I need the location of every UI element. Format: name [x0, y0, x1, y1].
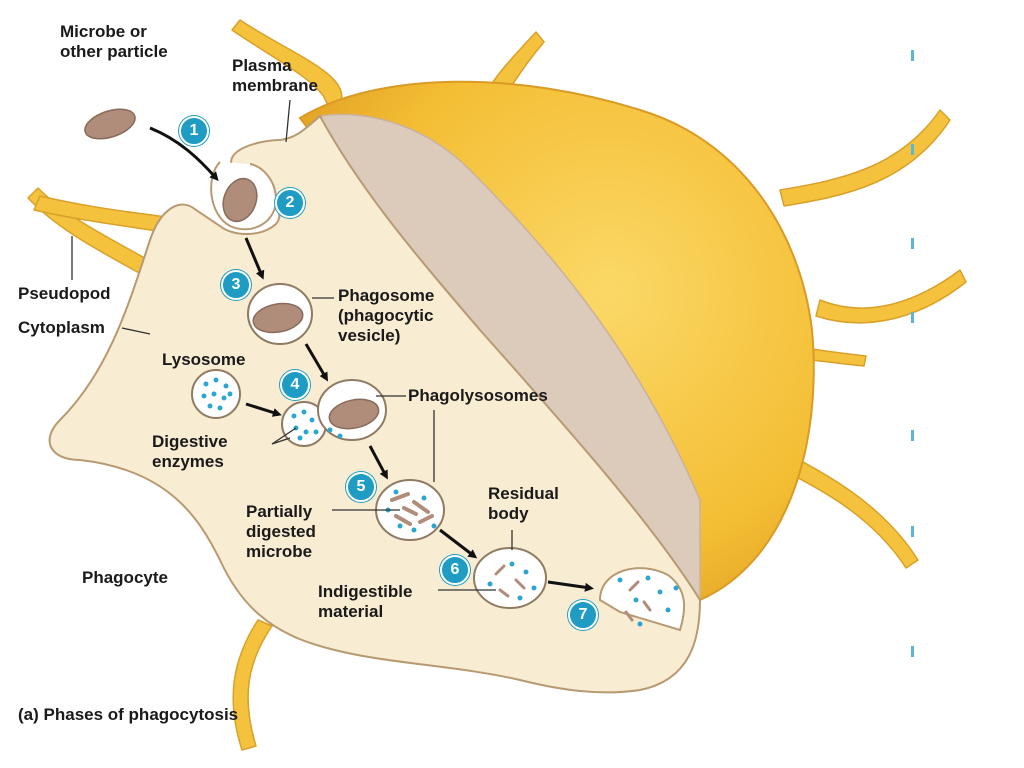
step-badge-4: 4 — [280, 370, 310, 400]
phagolysosome-microbe — [328, 398, 380, 430]
arrow-2 — [244, 237, 265, 280]
arrow-6 — [547, 580, 594, 592]
phagosome-microbe — [252, 302, 304, 334]
process-arrows — [149, 126, 594, 592]
leader-digestive-2 — [271, 437, 291, 445]
indigestible-fragments — [494, 564, 526, 598]
extension-right-upper — [779, 109, 951, 207]
edge-mark — [911, 430, 914, 441]
label-phagolysosomes: Phagolysosomes — [408, 386, 548, 405]
edge-mark — [911, 238, 914, 249]
leader-digestive-1 — [271, 427, 297, 445]
exocytosis-notch — [598, 567, 686, 632]
edge-mark — [911, 50, 914, 61]
label-cytoplasm: Cytoplasm — [18, 318, 105, 337]
step-badge-2: 2 — [275, 188, 305, 218]
edge-mark — [911, 526, 914, 537]
extension-bottom — [232, 619, 273, 751]
arrow-3 — [304, 343, 329, 382]
step-badge-6: 6 — [440, 555, 470, 585]
label-lysosome: Lysosome — [162, 350, 246, 369]
figure-caption: (a) Phases of phagocytosis — [18, 705, 238, 725]
caption-title: Phases of phagocytosis — [43, 705, 239, 724]
extension-top-left — [231, 19, 343, 127]
edge-mark — [911, 144, 914, 155]
leader-plasma — [285, 99, 291, 143]
arrow-4 — [368, 445, 388, 480]
edge-mark — [911, 646, 914, 657]
leader-lines — [71, 99, 513, 591]
digesting-microbe-fragments — [390, 492, 434, 526]
step-badge-7: 7 — [568, 600, 598, 630]
caption-panel: (a) — [18, 705, 39, 724]
label-pseudopod: Pseudopod — [18, 284, 111, 303]
arrow-5 — [439, 528, 478, 559]
free-microbe — [84, 108, 136, 140]
arrow-1 — [149, 126, 219, 181]
step-badge-1: 1 — [179, 116, 209, 146]
lysosome-enzymes — [201, 377, 233, 411]
label-phagocyte: Phagocyte — [82, 568, 168, 587]
engulfed-microbe — [222, 177, 258, 223]
step-badge-3: 3 — [221, 270, 251, 300]
leader-cytoplasm — [121, 327, 151, 335]
extension-right-mid — [815, 269, 967, 324]
released-material — [617, 575, 679, 627]
edge-mark — [911, 312, 914, 323]
step-badge-5: 5 — [346, 472, 376, 502]
arrow-lysosome — [245, 402, 282, 417]
residual-body-vesicle — [473, 547, 547, 609]
